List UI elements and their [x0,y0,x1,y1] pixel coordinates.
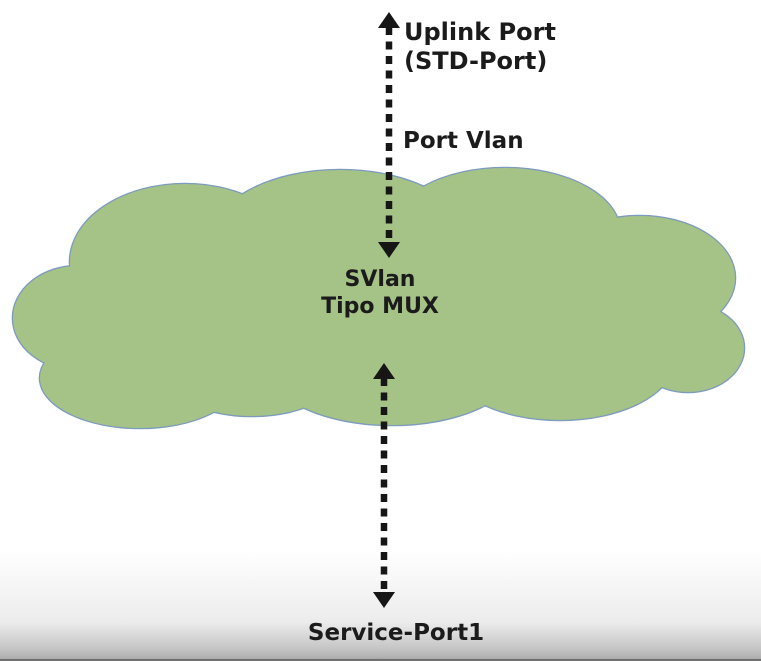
service-port-label: Service-Port1 [307,620,485,646]
uplink-port-label: Uplink Port (STD-Port) [404,18,556,76]
uplink-arrowhead-down-icon [378,242,400,258]
port-vlan-label: Port Vlan [403,128,524,154]
cloud-label: SVlan Tipo MUX [321,266,439,320]
service-arrowhead-down-icon [373,592,395,608]
uplink-arrow [378,12,400,258]
bottom-edge-shadow [0,659,761,661]
uplink-port-label-line2: (STD-Port) [404,47,548,75]
uplink-arrowhead-up-icon [378,12,400,28]
service-arrowhead-up-icon [373,363,395,379]
uplink-port-label-line1: Uplink Port [404,18,556,46]
cloud-label-svlan: SVlan [344,267,416,292]
cloud-label-tipo-mux: Tipo MUX [321,294,439,319]
service-port-arrow [373,363,395,608]
